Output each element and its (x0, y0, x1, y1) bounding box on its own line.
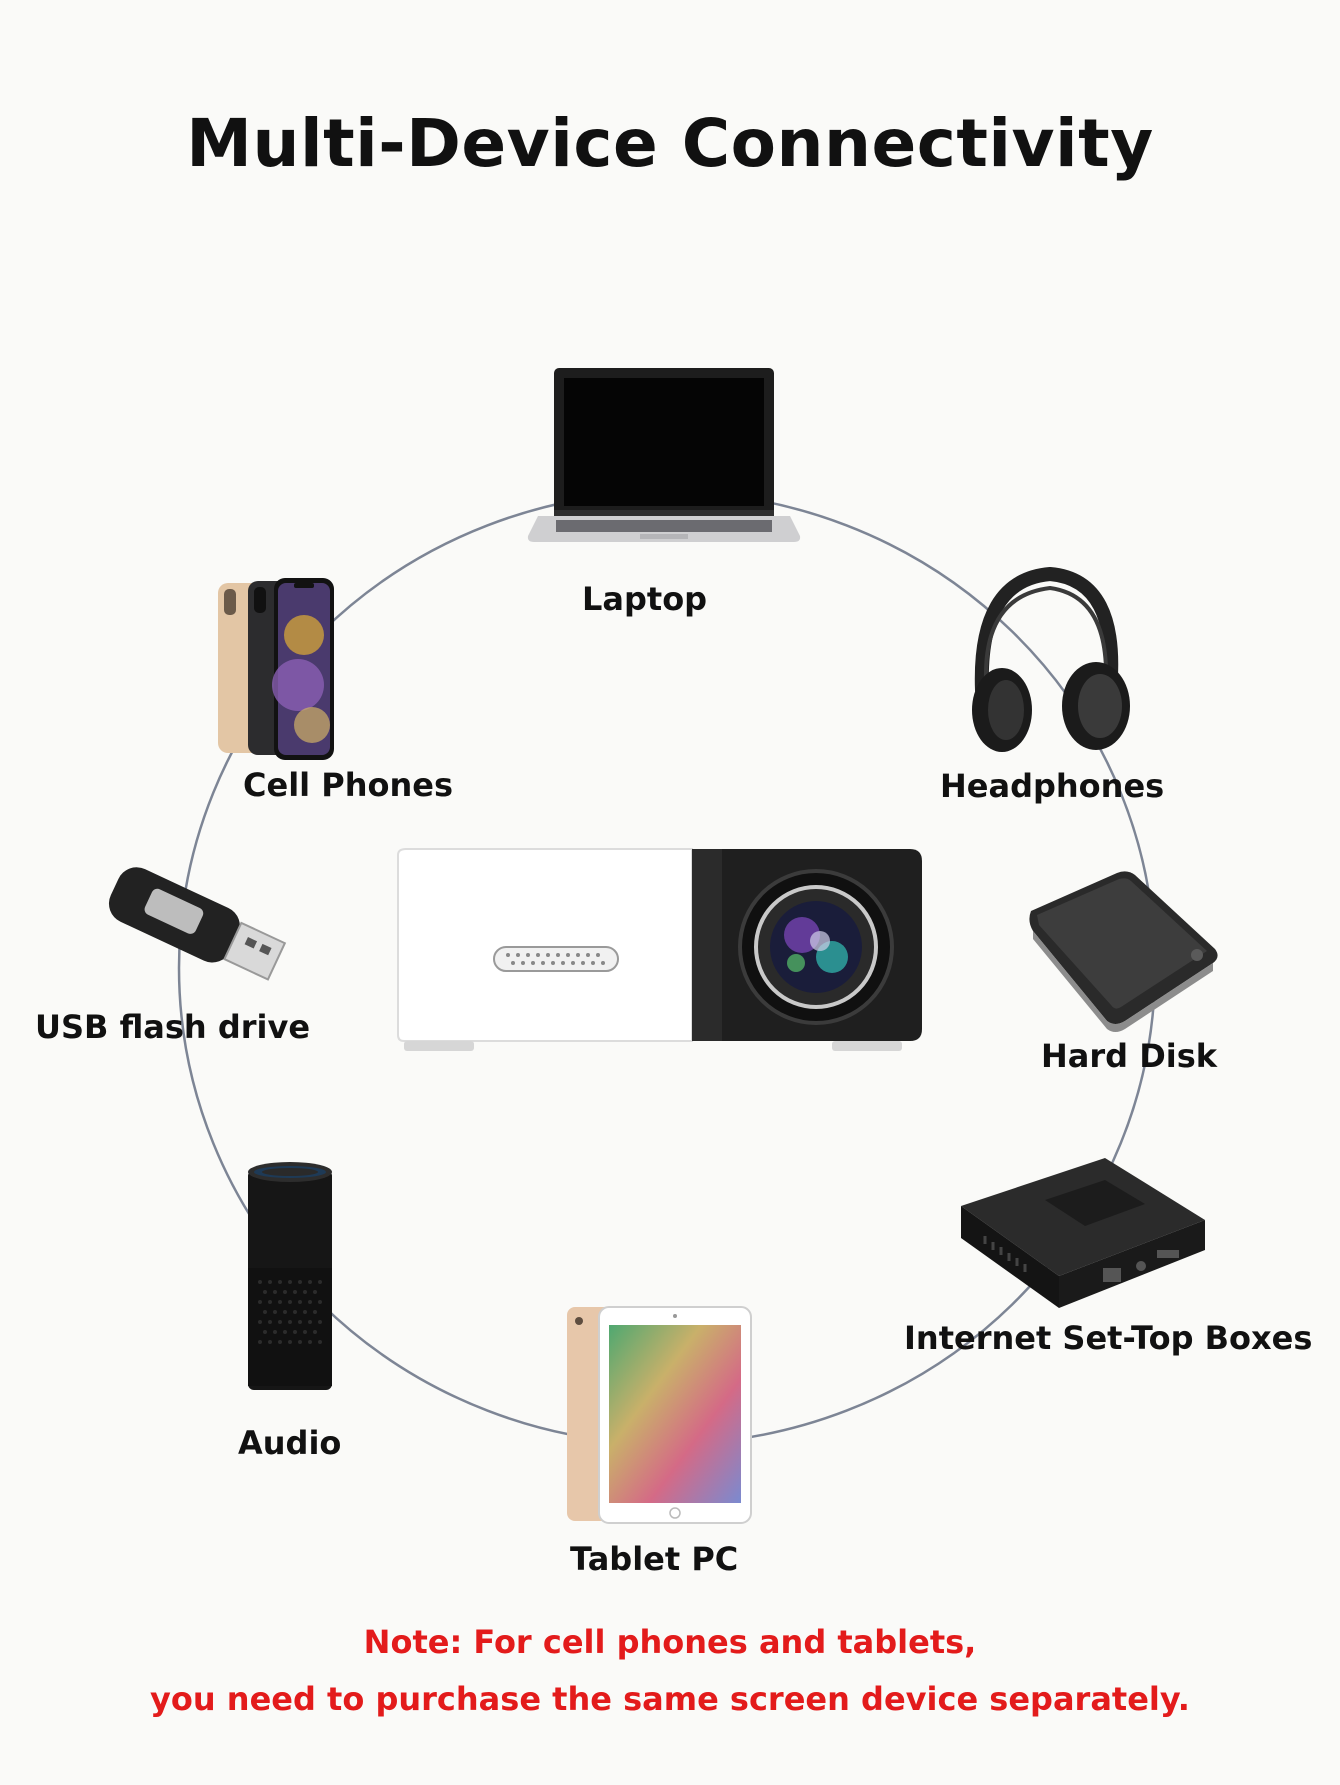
smart-speaker-icon (248, 1162, 332, 1390)
device-label-headphones: Headphones (940, 767, 1165, 805)
laptop-icon (527, 368, 801, 542)
device-label-set-top-boxes: Internet Set-Top Boxes (904, 1319, 1313, 1357)
cell-phone-icon (218, 578, 334, 760)
set-top-box-icon (961, 1158, 1205, 1308)
note-line-2: you need to purchase the same screen dev… (150, 1680, 1190, 1718)
device-label-tablet-pc: Tablet PC (570, 1540, 739, 1578)
hard-disk-icon (1029, 871, 1218, 1032)
device-label-hard-disk: Hard Disk (1041, 1037, 1218, 1075)
headphones-icon (972, 566, 1130, 752)
tablet-icon (567, 1306, 752, 1524)
note-line-1: Note: For cell phones and tablets, (363, 1623, 977, 1661)
projector-icon (397, 848, 922, 1051)
device-label-cell-phones: Cell Phones (243, 766, 454, 804)
page-title: Multi-Device Connectivity (186, 105, 1154, 182)
usb-flash-drive-icon (108, 867, 287, 981)
device-label-usb-flash-drive: USB flash drive (35, 1008, 311, 1046)
device-label-laptop: Laptop (582, 580, 708, 618)
device-label-audio: Audio (238, 1424, 342, 1462)
